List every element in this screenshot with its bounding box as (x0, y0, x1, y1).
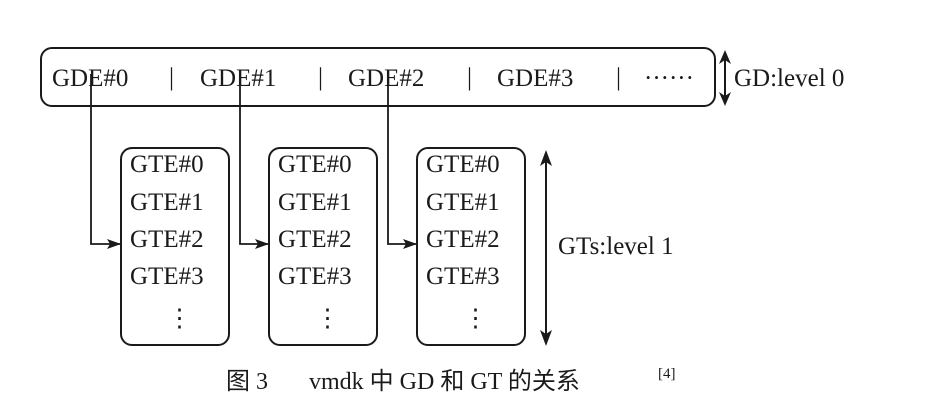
gde-more-ellipsis: ······ (644, 65, 694, 92)
gte-entry-0: GTE#0 (278, 151, 352, 178)
caption-reference: [4] (658, 366, 676, 382)
gde1-to-gt1-arrow (239, 74, 269, 249)
gt-table-box-0 (120, 147, 230, 346)
gd-separator: | (169, 64, 174, 91)
gd-separator: | (318, 64, 323, 91)
gte-entry-3: GTE#3 (278, 263, 352, 290)
gte-entry-3: GTE#3 (130, 263, 204, 290)
gde2-to-gt2-arrow (387, 74, 417, 249)
gde-entry-1: GDE#1 (200, 65, 276, 92)
gt-table-box-1 (268, 147, 378, 346)
gt-level-arrowhead-down (540, 330, 552, 346)
gte-entry-2: GTE#2 (130, 226, 204, 253)
gde-entry-3: GDE#3 (497, 65, 573, 92)
gte-more-ellipsis: ⋮ (167, 305, 192, 332)
gd-directory-box (40, 47, 716, 107)
caption-text: vmdk 中 GD 和 GT 的关系 (309, 368, 580, 395)
gt-level-label: GTs:level 1 (558, 233, 674, 260)
gde0-to-gt0-arrow (90, 74, 121, 249)
gd-separator: | (616, 64, 621, 91)
gd-level-arrowhead-up (719, 50, 731, 64)
gte-entry-2: GTE#2 (426, 226, 500, 253)
gte-entry-2: GTE#2 (278, 226, 352, 253)
gte-entry-0: GTE#0 (426, 151, 500, 178)
gd-level-arrowhead-down (719, 92, 731, 106)
gde-entry-2: GDE#2 (348, 65, 424, 92)
gt-level-arrowhead-up (540, 150, 552, 166)
caption-figure-number: 图 3 (226, 369, 268, 395)
gte-entry-1: GTE#1 (278, 189, 352, 216)
gte-more-ellipsis: ⋮ (463, 305, 488, 332)
gte-entry-3: GTE#3 (426, 263, 500, 290)
gte-entry-0: GTE#0 (130, 151, 204, 178)
gd-level-label: GD:level 0 (734, 65, 844, 92)
gte-entry-1: GTE#1 (130, 189, 204, 216)
gte-more-ellipsis: ⋮ (315, 305, 340, 332)
gte-entry-1: GTE#1 (426, 189, 500, 216)
gd-separator: | (467, 64, 472, 91)
gt-table-box-2 (416, 147, 526, 346)
